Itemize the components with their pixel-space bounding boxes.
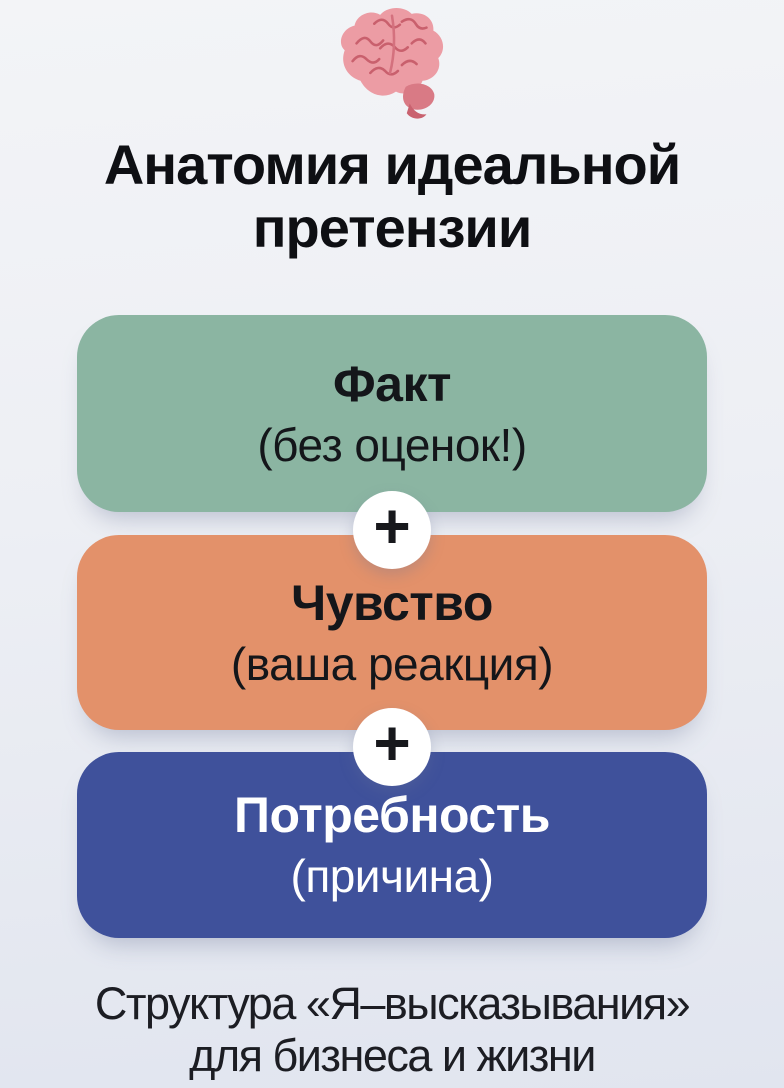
page-title: Анатомия идеальной претензии	[0, 133, 784, 259]
title-line-1: Анатомия идеальной	[103, 133, 681, 196]
caption-line-2: для бизнеса и жизни	[189, 1030, 596, 1082]
block-need-subtitle: (причина)	[290, 850, 494, 903]
block-feeling-title: Чувство	[291, 574, 493, 631]
block-fact: Факт (без оценок!)	[77, 315, 707, 512]
caption-line-1: Структура «Я–высказывания»	[94, 978, 691, 1029]
block-fact-subtitle: (без оценок!)	[257, 418, 527, 471]
title-line-2: претензии	[252, 195, 533, 259]
plus-icon: +	[373, 490, 411, 562]
plus-connector-2: +	[353, 708, 431, 786]
plus-connector-1: +	[353, 491, 431, 569]
block-feeling-subtitle: (ваша реакция)	[230, 637, 554, 690]
footer-caption: Структура «Я–высказывания» для бизнеса и…	[0, 978, 784, 1082]
brain-emoji	[317, 4, 467, 132]
block-need-title: Потребность	[234, 787, 550, 844]
block-fact-title: Факт	[333, 355, 452, 412]
plus-icon: +	[373, 707, 411, 779]
